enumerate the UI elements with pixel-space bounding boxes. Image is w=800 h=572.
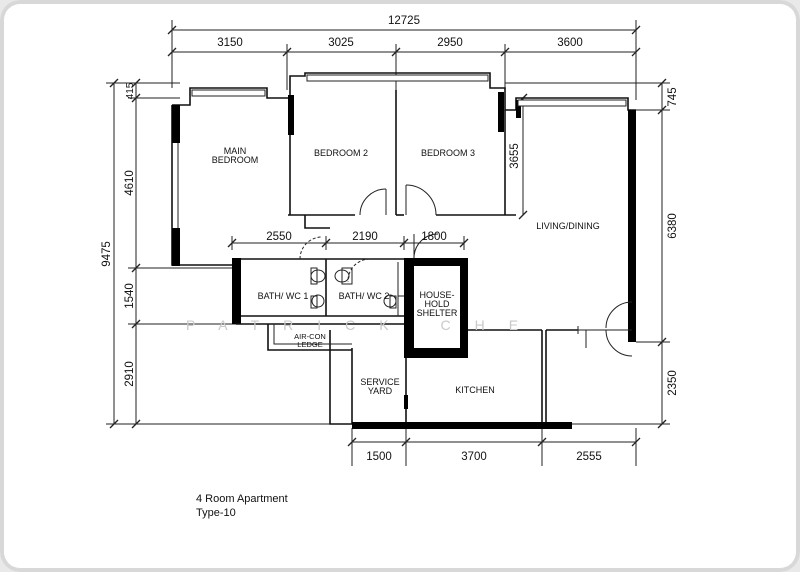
top-segment-1: 3150 <box>217 37 243 49</box>
left-total-label: 9475 <box>101 241 113 267</box>
dimension-labels: 12725 3150 3025 2950 3600 2550 2190 1800… <box>101 15 679 463</box>
room-labels: MAIN BEDROOM BEDROOM 2 BEDROOM 3 LIVING/… <box>212 146 600 396</box>
main-bedroom-label-line2: BEDROOM <box>212 155 259 165</box>
aircon-ledge-label-line1: AIR-CON <box>294 332 326 341</box>
caption-line2: Type-10 <box>196 507 236 519</box>
right-segment-3: 2350 <box>667 370 679 396</box>
bottom-segment-1: 1500 <box>366 451 392 463</box>
bathroom-fixtures <box>310 267 397 309</box>
shelter-label-line3: SHELTER <box>417 308 458 318</box>
right-segment-2: 6380 <box>667 213 679 239</box>
bottom-segment-2: 3700 <box>461 451 487 463</box>
left-segment-4: 2910 <box>124 361 136 387</box>
bath2-label: BATH/ WC 2 <box>339 291 390 301</box>
main-bedroom-label-line1: MAIN <box>224 146 247 156</box>
left-segment-3: 1540 <box>124 283 136 309</box>
inner-segment-2: 2190 <box>352 231 378 243</box>
overall-width-label: 12725 <box>388 15 420 27</box>
plan-caption: 4 Room Apartment Type-10 <box>196 493 288 519</box>
bedroom3-label: BEDROOM 3 <box>421 148 475 158</box>
dimension-lines <box>106 20 670 466</box>
right-segment-1: 745 <box>667 87 679 106</box>
bedroom2-label: BEDROOM 2 <box>314 148 368 158</box>
left-segment-2: 4610 <box>124 170 136 196</box>
top-segment-3: 2950 <box>437 37 463 49</box>
bath1-label: BATH/ WC 1 <box>258 291 309 301</box>
kitchen-label: KITCHEN <box>455 385 495 395</box>
bedroom3-depth-label: 3655 <box>509 143 521 169</box>
top-segment-4: 3600 <box>557 37 583 49</box>
bottom-segment-3: 2555 <box>576 451 602 463</box>
inner-segment-3: 1800 <box>421 231 447 243</box>
caption-line1: 4 Room Apartment <box>196 493 288 505</box>
aircon-ledge-label-line2: LEDGE <box>297 340 322 349</box>
left-segment-1: 415 <box>125 82 136 99</box>
windows <box>191 74 627 107</box>
doors <box>299 184 633 357</box>
service-yard-label-line2: YARD <box>368 386 393 396</box>
top-segment-2: 3025 <box>328 37 354 49</box>
service-yard-label-line1: SERVICE <box>360 377 399 387</box>
living-dining-label: LIVING/DINING <box>536 221 600 231</box>
shelter-label-line1: HOUSE- <box>419 290 454 300</box>
inner-segment-1: 2550 <box>266 231 292 243</box>
shelter-label-line2: HOLD <box>424 299 450 309</box>
watermark-text: PATRICK CHE <box>186 317 542 333</box>
walls <box>171 72 636 429</box>
